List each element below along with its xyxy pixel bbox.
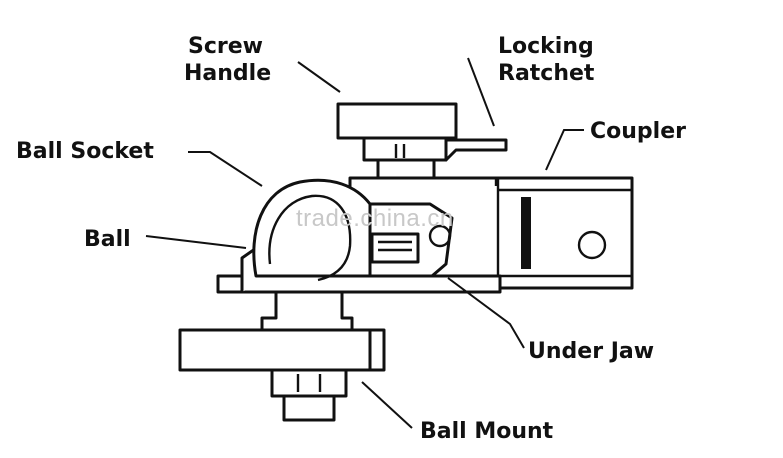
leader-under-jaw bbox=[447, 277, 525, 349]
leader-ball-mount bbox=[361, 381, 413, 429]
leader-screw-handle bbox=[297, 61, 341, 93]
label-ball-mount: Ball Mount bbox=[420, 419, 554, 444]
ball bbox=[268, 194, 352, 282]
mount-nut bbox=[270, 368, 348, 422]
leader-coupler bbox=[545, 129, 584, 171]
label-locking-ratchet-line2: Ratchet bbox=[498, 61, 595, 86]
label-under-jaw: Under Jaw bbox=[528, 339, 654, 364]
screw-handle bbox=[336, 102, 458, 180]
watermark-text: trade.china.cn bbox=[296, 205, 454, 232]
label-locking-ratchet-line1: Locking bbox=[498, 34, 594, 59]
leader-ball bbox=[145, 235, 247, 249]
locking-ratchet bbox=[444, 138, 508, 186]
label-ball-socket: Ball Socket bbox=[16, 139, 154, 164]
leader-locking-ratchet bbox=[467, 57, 495, 127]
label-coupler: Coupler bbox=[590, 119, 686, 144]
label-screw-handle-line1: Screw bbox=[188, 34, 263, 59]
under-jaw bbox=[368, 202, 454, 278]
ball-shank bbox=[260, 290, 354, 332]
ball-mount bbox=[178, 328, 386, 372]
label-screw-handle-line2: Handle bbox=[184, 61, 271, 86]
label-ball: Ball bbox=[84, 227, 131, 252]
ball-socket bbox=[252, 178, 372, 278]
leader-ball-socket bbox=[188, 151, 263, 187]
